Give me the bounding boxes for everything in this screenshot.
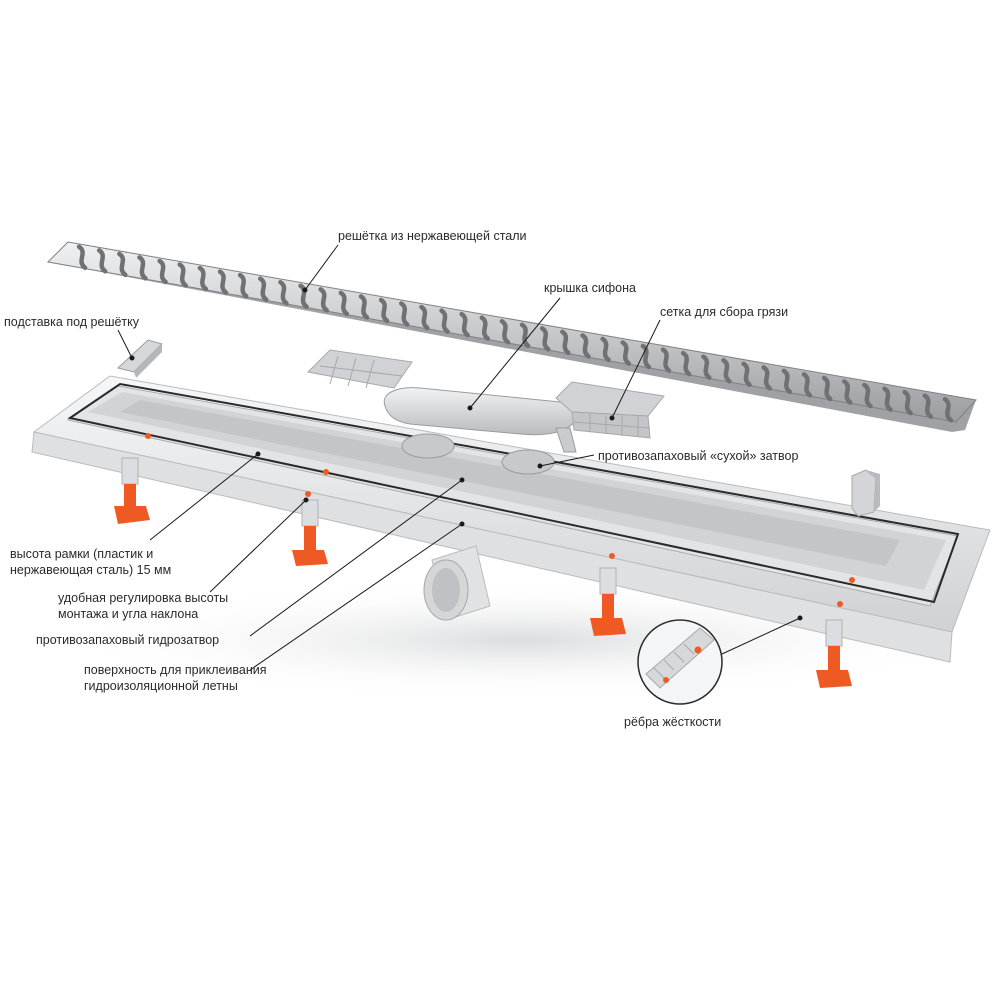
- grate-slot: [96, 248, 108, 274]
- dirt-mesh-left: [306, 349, 413, 389]
- grate-slot: [600, 336, 611, 363]
- label-frame-height: высота рамки (пластик и нержавеющая стал…: [10, 546, 171, 578]
- grate-slot: [721, 357, 732, 384]
- label-membrane-surface: поверхность для приклеивания гидроизоляц…: [84, 662, 267, 694]
- grate-slot: [157, 258, 168, 285]
- grate-slots: [76, 244, 954, 423]
- dirt-mesh-right: [555, 381, 665, 439]
- grate-slot: [237, 272, 249, 299]
- label-siphon-cover: крышка сифона: [544, 281, 636, 295]
- grate-slot: [258, 276, 269, 302]
- grate-slot: [459, 311, 470, 338]
- grate-support-clip: [116, 339, 163, 378]
- leg-3: [590, 567, 626, 636]
- grate-slot: [298, 283, 309, 310]
- grate-slot: [318, 287, 329, 313]
- grate-slot: [278, 279, 289, 306]
- adjustable-legs: [114, 457, 852, 688]
- grate-slot: [419, 304, 430, 331]
- grate-slot: [117, 251, 128, 278]
- grate-slot: [902, 389, 913, 416]
- grate-slot: [560, 329, 571, 356]
- leg-2: [292, 499, 328, 566]
- grate-slot: [821, 375, 833, 402]
- grate-slot: [399, 301, 410, 327]
- grate-slot: [358, 294, 370, 320]
- label-frame-height-line-2: нержавеющая сталь) 15 мм: [10, 563, 172, 577]
- label-dry-trap: противозапаховый «сухой» затвор: [598, 449, 799, 463]
- grate-slot: [338, 290, 350, 317]
- label-frame-height-line-1: высота рамки (пластик и: [10, 547, 154, 561]
- grate-slot: [137, 255, 148, 281]
- leg-4: [816, 619, 852, 688]
- leader-lines: [117, 244, 803, 671]
- label-height-adjust-line-1: удобная регулировка высоты: [58, 591, 229, 605]
- label-membrane-surface-line-2: гидроизоляционной летны: [84, 679, 238, 693]
- grate-slot: [539, 326, 551, 352]
- grate-slot: [680, 350, 692, 377]
- label-height-adjust: удобная регулировка высоты монтажа и угл…: [58, 590, 228, 622]
- label-membrane-surface-line-1: поверхность для приклеивания: [84, 663, 267, 677]
- grate-slot: [701, 354, 712, 380]
- label-stainless-grate: решётка из нержавеющей стали: [338, 229, 527, 243]
- grate-slot: [781, 368, 793, 395]
- grate-slot: [761, 365, 772, 391]
- leg-1: [114, 457, 150, 524]
- grate-slot: [197, 265, 209, 292]
- grate-slot: [76, 244, 88, 271]
- label-grate-support: подставка под решётку: [4, 315, 140, 329]
- label-height-adjust-line-2: монтажа и угла наклона: [58, 607, 199, 621]
- stainless-grate: [46, 241, 977, 432]
- grate-slot: [842, 379, 853, 405]
- grate-slot: [378, 297, 390, 324]
- ribs-detail-circle: [637, 619, 723, 705]
- grate-slot: [741, 361, 752, 388]
- grate-slot: [519, 322, 531, 349]
- grate-slot: [580, 333, 591, 359]
- siphon-cover: [383, 387, 578, 453]
- grate-slot: [862, 382, 873, 409]
- grate-slot: [479, 315, 491, 341]
- grate-support-right: [851, 469, 880, 517]
- label-dirt-mesh: сетка для сбора грязи: [660, 305, 789, 319]
- label-ribs: рёбра жёсткости: [624, 715, 722, 729]
- label-water-trap: противозапаховый гидрозатвор: [36, 633, 220, 647]
- grate-slot: [217, 269, 229, 295]
- grate-slot: [439, 308, 450, 334]
- grate-slot: [882, 386, 893, 412]
- grate-slot: [640, 343, 652, 370]
- grate-slot: [660, 347, 672, 373]
- grate-slot: [620, 340, 631, 366]
- grate-slot: [922, 393, 934, 419]
- drain-channel: [31, 375, 991, 663]
- grate-slot: [499, 318, 511, 345]
- grate-slot: [942, 396, 954, 423]
- grate-slot: [801, 372, 813, 398]
- grate-slot: [177, 262, 188, 288]
